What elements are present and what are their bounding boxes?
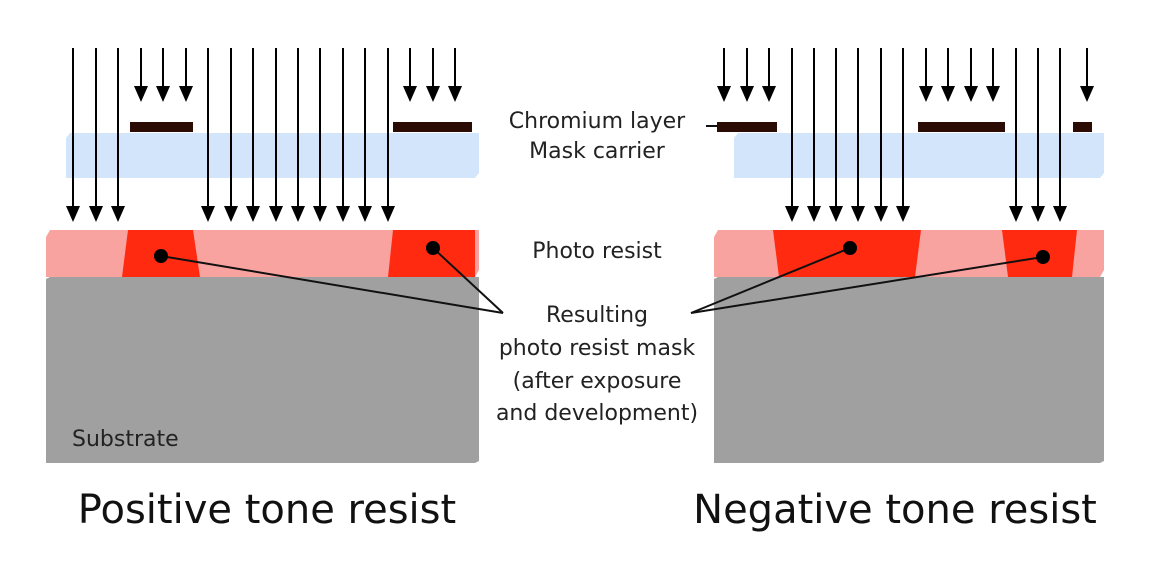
light-arrow-head bbox=[66, 206, 80, 222]
light-arrow bbox=[874, 48, 888, 222]
chromium-layer-label: Chromium layer bbox=[509, 109, 686, 134]
substrate-label: Substrate bbox=[72, 427, 179, 452]
leader-line bbox=[690, 256, 1044, 314]
light-arrow bbox=[851, 48, 865, 222]
light-arrow-head bbox=[381, 206, 395, 222]
light-arrow-head bbox=[426, 86, 440, 102]
light-arrow-head bbox=[269, 206, 283, 222]
leader-line bbox=[690, 247, 851, 314]
light-arrow-head bbox=[179, 86, 193, 102]
light-arrow-head bbox=[336, 206, 350, 222]
leader-line bbox=[160, 255, 504, 314]
light-arrow bbox=[807, 48, 821, 222]
resulting-label-line1: Resulting bbox=[546, 303, 648, 328]
negative-mask-carrier bbox=[734, 133, 1104, 178]
light-arrow bbox=[336, 48, 350, 222]
chromium-bar bbox=[130, 122, 193, 132]
light-arrow-head bbox=[1031, 206, 1045, 222]
positive-mask-carrier bbox=[66, 133, 479, 178]
light-arrow-head bbox=[874, 206, 888, 222]
light-arrow-head bbox=[156, 86, 170, 102]
light-arrow bbox=[179, 48, 193, 102]
light-arrow bbox=[986, 48, 1000, 102]
light-arrow-head bbox=[941, 86, 955, 102]
light-arrow bbox=[403, 48, 417, 102]
light-arrow-head bbox=[851, 206, 865, 222]
positive-substrate bbox=[46, 277, 479, 463]
light-arrow bbox=[246, 48, 260, 222]
light-arrow bbox=[896, 48, 910, 222]
light-arrow bbox=[762, 48, 776, 102]
light-arrow-head bbox=[111, 206, 125, 222]
negative-substrate bbox=[714, 277, 1104, 463]
chromium-bar bbox=[918, 122, 1005, 132]
light-arrow-head bbox=[1009, 206, 1023, 222]
leader-line bbox=[432, 247, 504, 314]
light-arrow bbox=[156, 48, 170, 102]
light-arrow bbox=[381, 48, 395, 222]
light-arrow bbox=[358, 48, 372, 222]
chromium-bar bbox=[1073, 122, 1092, 132]
light-arrow-head bbox=[448, 86, 462, 102]
light-arrow bbox=[426, 48, 440, 102]
light-arrow-head bbox=[134, 86, 148, 102]
photo-resist-label: Photo resist bbox=[532, 239, 662, 264]
light-arrow bbox=[919, 48, 933, 102]
light-arrow-head bbox=[313, 206, 327, 222]
leader-dot bbox=[843, 241, 857, 255]
light-arrow bbox=[1053, 48, 1067, 222]
light-arrow bbox=[717, 48, 731, 102]
light-arrow bbox=[448, 48, 462, 102]
light-arrow bbox=[291, 48, 305, 222]
light-arrow bbox=[941, 48, 955, 102]
light-arrow-head bbox=[986, 86, 1000, 102]
light-arrow bbox=[313, 48, 327, 222]
light-arrow-head bbox=[807, 206, 821, 222]
negative-tone-title: Negative tone resist bbox=[693, 487, 1097, 533]
leader-dot bbox=[1036, 250, 1050, 264]
light-arrow bbox=[740, 48, 754, 102]
light-arrow-head bbox=[1053, 206, 1067, 222]
light-arrow bbox=[111, 48, 125, 222]
light-arrow bbox=[134, 48, 148, 102]
light-arrow-head bbox=[785, 206, 799, 222]
light-arrow-head bbox=[896, 206, 910, 222]
light-arrow-head bbox=[89, 206, 103, 222]
positive-tone-title: Positive tone resist bbox=[78, 487, 456, 533]
light-arrow bbox=[1031, 48, 1045, 222]
light-arrow bbox=[269, 48, 283, 222]
light-arrow-head bbox=[919, 86, 933, 102]
light-arrow bbox=[1080, 48, 1094, 102]
light-arrow-head bbox=[201, 206, 215, 222]
light-arrow-head bbox=[717, 86, 731, 102]
leader-dot bbox=[426, 241, 440, 255]
light-arrow-head bbox=[762, 86, 776, 102]
resulting-label-line2: photo resist mask bbox=[499, 336, 696, 361]
light-arrow bbox=[66, 48, 80, 222]
chromium-bar bbox=[393, 122, 472, 132]
resulting-label-line3: (after exposure bbox=[513, 369, 682, 394]
light-arrow-head bbox=[964, 86, 978, 102]
light-arrow-head bbox=[358, 206, 372, 222]
light-arrow bbox=[89, 48, 103, 222]
light-arrow-head bbox=[291, 206, 305, 222]
light-arrow-head bbox=[740, 86, 754, 102]
mask-carrier-label: Mask carrier bbox=[529, 139, 666, 164]
leader-dot bbox=[154, 249, 168, 263]
light-arrow bbox=[964, 48, 978, 102]
resulting-label-line4: and development) bbox=[496, 401, 698, 426]
light-arrow bbox=[201, 48, 215, 222]
light-arrow-head bbox=[246, 206, 260, 222]
light-arrow bbox=[785, 48, 799, 222]
chromium-bar bbox=[717, 122, 777, 132]
light-arrow bbox=[224, 48, 238, 222]
light-arrow bbox=[1009, 48, 1023, 222]
light-arrow-head bbox=[829, 206, 843, 222]
light-arrow bbox=[829, 48, 843, 222]
light-arrow-head bbox=[224, 206, 238, 222]
light-arrow-head bbox=[1080, 86, 1094, 102]
light-arrow-head bbox=[403, 86, 417, 102]
